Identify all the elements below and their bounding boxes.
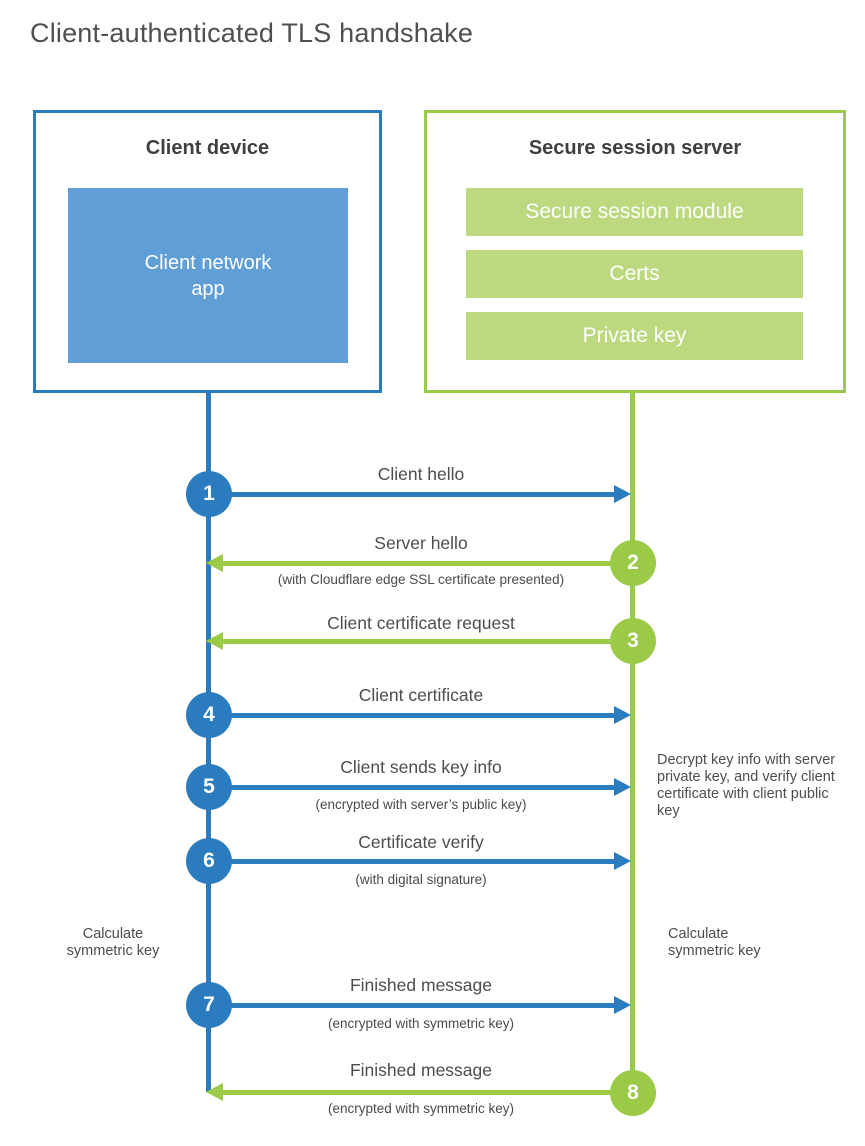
- message-label: Finished message: [349, 1060, 493, 1080]
- step-circle-5: 5: [186, 764, 232, 810]
- arrow-8-body: [223, 1090, 633, 1095]
- server-module-secure-session: Secure session module: [466, 188, 803, 236]
- step-circle-3: 3: [610, 618, 656, 664]
- message-sublabel: (with digital signature): [355, 872, 487, 887]
- message-label: Client certificate: [358, 685, 484, 705]
- page-title: Client-authenticated TLS handshake: [30, 18, 474, 48]
- calculate-symmetric-key-client: Calculate symmetric key: [66, 926, 160, 959]
- message-sublabel: (encrypted with symmetric key): [327, 1101, 515, 1116]
- message-label: Client hello: [377, 464, 465, 484]
- arrow-1-body: [209, 492, 614, 497]
- message-sublabel: (encrypted with symmetric key): [327, 1016, 515, 1031]
- arrow-3-head-icon: [206, 632, 223, 650]
- server-module-certs: Certs: [466, 250, 803, 298]
- arrow-2-head-icon: [206, 554, 223, 572]
- step-circle-7: 7: [186, 982, 232, 1028]
- client-device-box: Client device Client network app: [33, 110, 382, 393]
- message-sublabel: (encrypted with server’s public key): [315, 797, 527, 812]
- client-lifeline: [206, 393, 211, 1092]
- arrow-5-body: [209, 785, 614, 790]
- calculate-symmetric-key-server: Calculate symmetric key: [668, 926, 761, 959]
- arrow-6-head-icon: [614, 852, 631, 870]
- client-device-title: Client device: [145, 137, 270, 159]
- step-circle-8: 8: [610, 1070, 656, 1116]
- arrow-1-head-icon: [614, 485, 631, 503]
- arrow-4-body: [209, 713, 614, 718]
- message-sublabel: (with Cloudflare edge SSL certificate pr…: [277, 572, 565, 587]
- client-network-app-box: Client network app: [68, 188, 348, 363]
- message-label: Client certificate request: [327, 613, 515, 633]
- arrow-7-head-icon: [614, 996, 631, 1014]
- server-module-private-key: Private key: [466, 312, 803, 360]
- step-circle-4: 4: [186, 692, 232, 738]
- arrow-5-head-icon: [614, 778, 631, 796]
- step-circle-2: 2: [610, 540, 656, 586]
- decrypt-key-note: Decrypt key info with server private key…: [657, 752, 836, 819]
- secure-session-server-box: Secure session server Secure session mod…: [424, 110, 846, 393]
- message-label: Client sends key info: [340, 757, 502, 777]
- message-label: Certificate verify: [358, 832, 484, 852]
- arrow-2-body: [223, 561, 633, 566]
- step-circle-6: 6: [186, 838, 232, 884]
- arrow-7-body: [209, 1003, 614, 1008]
- arrow-3-body: [223, 639, 633, 644]
- server-lifeline: [630, 393, 635, 1094]
- message-label: Server hello: [374, 533, 468, 553]
- arrow-8-head-icon: [206, 1083, 223, 1101]
- message-label: Finished message: [349, 975, 493, 995]
- arrow-4-head-icon: [614, 706, 631, 724]
- secure-session-server-title: Secure session server: [528, 137, 742, 159]
- step-circle-1: 1: [186, 471, 232, 517]
- arrow-6-body: [209, 859, 614, 864]
